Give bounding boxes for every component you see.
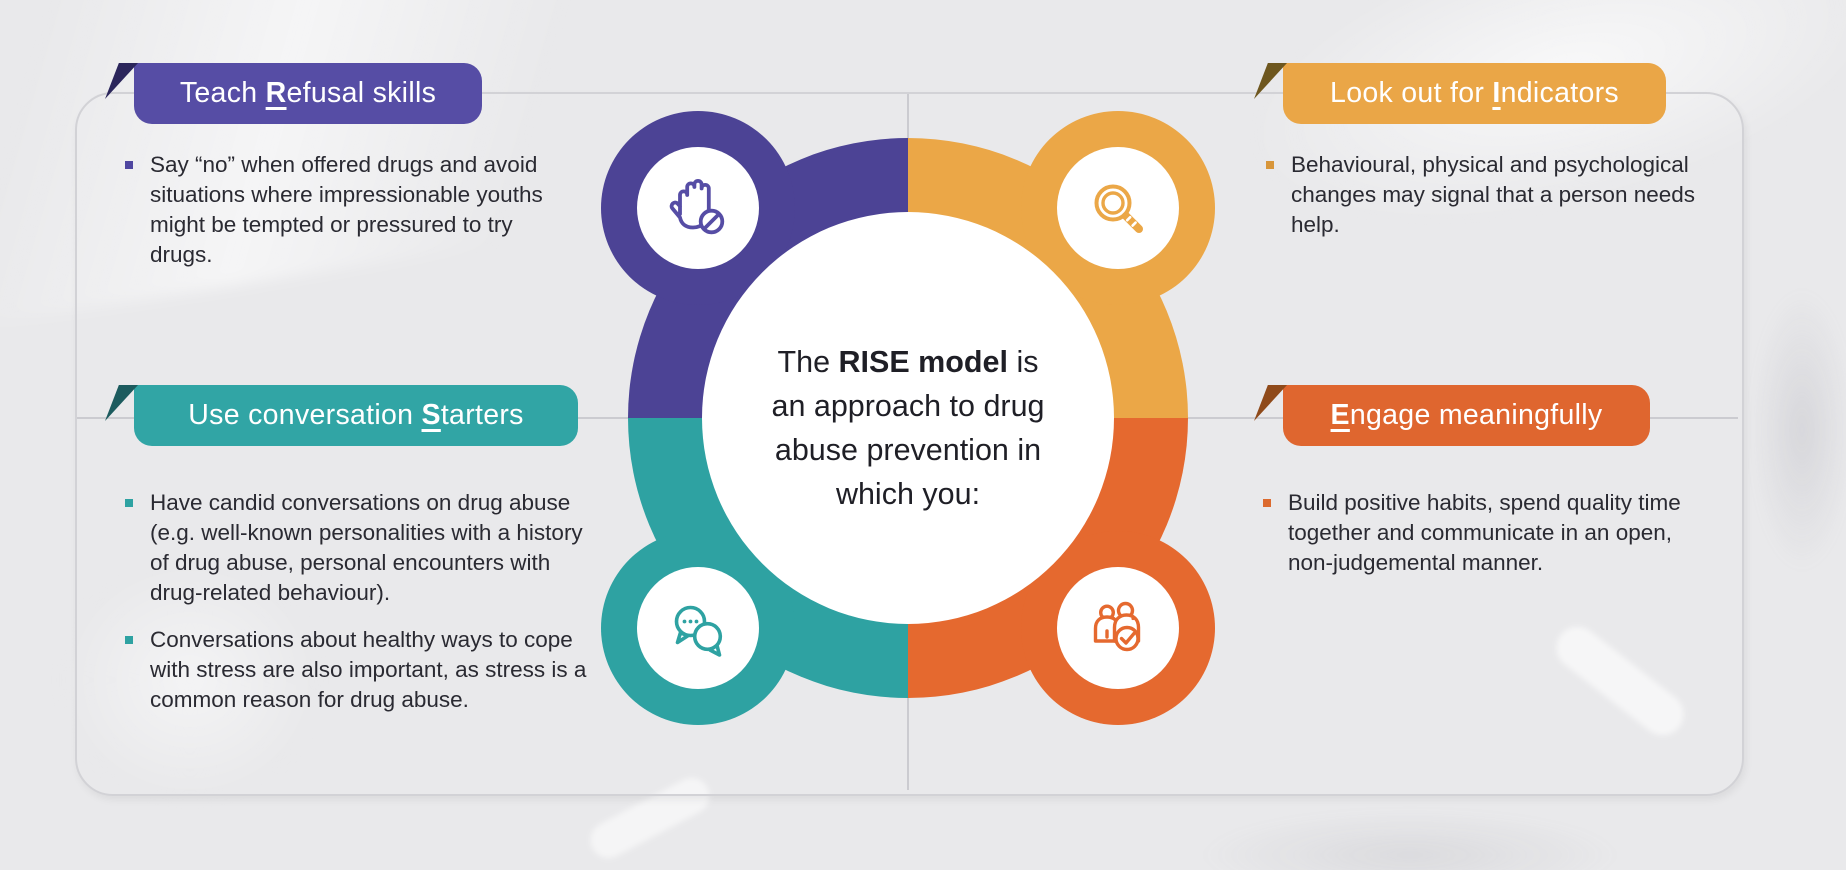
- list-item: Say “no” when offered drugs and avoid si…: [125, 150, 555, 270]
- bullet-marker: [1266, 161, 1274, 169]
- indicators-banner: Look out for Indicators: [1254, 63, 1666, 124]
- starters-banner: Use conversation Starters: [105, 385, 578, 446]
- engage-banner: Engage meaningfully: [1254, 385, 1650, 446]
- rise-ring-diagram: [588, 98, 1228, 738]
- icon-disc: [1057, 147, 1179, 269]
- list-item: Conversations about healthy ways to cope…: [125, 625, 595, 715]
- bullet-text: Build positive habits, spend quality tim…: [1288, 490, 1681, 575]
- family-check-icon: [1093, 601, 1141, 652]
- content-frame: [75, 92, 1744, 796]
- indicators-banner-title: Look out for Indicators: [1330, 77, 1619, 109]
- bullet-text: Behavioural, physical and psychological …: [1291, 152, 1696, 237]
- bullet-text: Say “no” when offered drugs and avoid si…: [150, 152, 543, 267]
- background-texture: [1200, 810, 1620, 870]
- chat-bubbles-icon: [674, 605, 723, 657]
- refusal-banner: Teach Refusal skills: [105, 63, 482, 124]
- indicators-bullets: Behavioural, physical and psychological …: [1266, 150, 1696, 257]
- bullet-marker: [125, 636, 133, 644]
- bullet-marker: [1263, 499, 1271, 507]
- center-statement-text: The RISE model is an approach to drug ab…: [771, 345, 1045, 511]
- list-item: Build positive habits, spend quality tim…: [1263, 488, 1703, 578]
- icon-disc: [637, 147, 759, 269]
- engage-banner-title: Engage meaningfully: [1330, 399, 1603, 431]
- refusal-banner-title: Teach Refusal skills: [179, 77, 437, 109]
- center-statement: The RISE model is an approach to drug ab…: [706, 340, 1110, 516]
- rise-ring: [601, 111, 1215, 725]
- bullet-marker: [125, 499, 133, 507]
- bullet-text: Have candid conversations on drug abuse …: [150, 490, 583, 605]
- list-item: Behavioural, physical and psychological …: [1266, 150, 1696, 240]
- starters-banner-title: Use conversation Starters: [188, 399, 524, 431]
- refusal-bullets: Say “no” when offered drugs and avoid si…: [125, 150, 555, 287]
- bullet-text: Conversations about healthy ways to cope…: [150, 627, 587, 712]
- list-item: Have candid conversations on drug abuse …: [125, 488, 595, 608]
- bullet-marker: [125, 161, 133, 169]
- magnifier-icon: [1094, 184, 1143, 233]
- engage-bullets: Build positive habits, spend quality tim…: [1263, 488, 1703, 595]
- center-circle: [702, 212, 1114, 624]
- background-texture: [1752, 290, 1846, 570]
- starters-bullets: Have candid conversations on drug abuse …: [125, 488, 595, 732]
